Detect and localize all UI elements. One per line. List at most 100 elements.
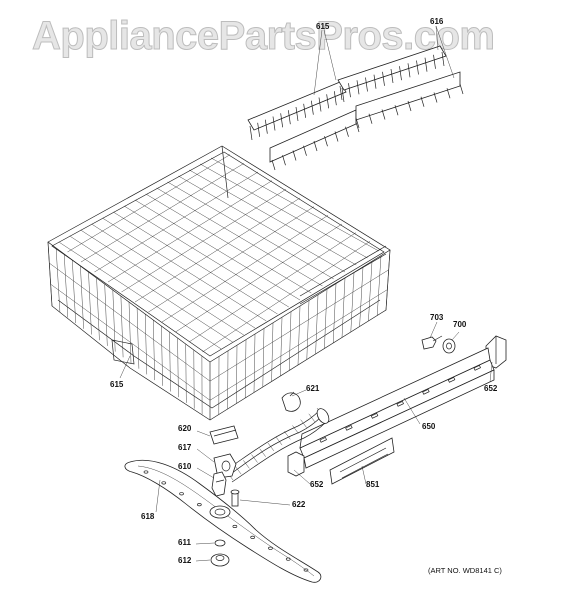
hose-rib xyxy=(267,442,275,452)
end-cap-652-left xyxy=(287,451,305,477)
pin-622 xyxy=(230,489,240,507)
tine xyxy=(394,105,399,116)
tine xyxy=(446,88,451,99)
wire xyxy=(253,333,256,393)
tine xyxy=(249,125,253,141)
wire xyxy=(80,163,245,263)
wire xyxy=(178,175,346,273)
wire xyxy=(368,261,373,322)
wire xyxy=(189,169,357,266)
wire xyxy=(202,241,371,353)
tine xyxy=(433,92,438,103)
wire xyxy=(359,266,364,327)
wire xyxy=(262,328,265,388)
tine xyxy=(433,54,436,69)
wire xyxy=(124,205,289,308)
wire xyxy=(55,247,61,312)
tine xyxy=(368,113,373,124)
callout-652-right: 652 xyxy=(484,384,498,393)
tine xyxy=(292,150,297,161)
spray-hole xyxy=(285,557,291,561)
wire xyxy=(306,300,310,360)
callout-703: 703 xyxy=(430,313,444,322)
hose-rib xyxy=(243,460,250,469)
tine xyxy=(416,60,419,75)
nut-612 xyxy=(210,553,230,567)
wire xyxy=(148,206,315,313)
wire xyxy=(244,339,247,399)
wire xyxy=(175,223,343,333)
tine xyxy=(271,159,276,171)
wire xyxy=(315,294,319,355)
tine xyxy=(420,96,425,107)
callout-618: 618 xyxy=(141,512,155,521)
wire xyxy=(350,272,355,333)
hose-rib xyxy=(251,454,258,463)
hose-rib xyxy=(292,425,299,434)
tine xyxy=(355,121,360,133)
spray-hole xyxy=(232,524,238,528)
tine xyxy=(345,126,349,137)
tine xyxy=(303,103,307,118)
wire xyxy=(188,232,357,343)
bracket-703 xyxy=(421,335,443,350)
wire xyxy=(136,307,140,369)
wire xyxy=(107,180,273,283)
spray-hole xyxy=(143,470,149,474)
tine xyxy=(339,85,343,101)
wire xyxy=(341,277,346,338)
callout-621: 621 xyxy=(306,384,320,393)
art-number: (ART NO. WD8141 C) xyxy=(428,566,502,575)
upper-rack-basket xyxy=(47,145,391,421)
wire xyxy=(58,241,222,350)
rail-slot xyxy=(396,400,404,407)
tine xyxy=(407,63,411,78)
tine xyxy=(303,145,307,156)
wire xyxy=(80,229,244,336)
wire xyxy=(113,211,278,315)
tine xyxy=(348,83,351,98)
tine xyxy=(407,100,412,112)
spray-hole xyxy=(196,503,202,507)
wire xyxy=(134,197,301,303)
wire xyxy=(271,322,274,382)
hose-rib xyxy=(284,431,291,440)
callout-610: 610 xyxy=(178,462,192,471)
tine xyxy=(355,117,360,129)
tine-row-lower xyxy=(269,71,464,171)
slide-stop-851 xyxy=(329,437,395,485)
callout-615: 615 xyxy=(110,380,124,389)
callout-652-left: 652 xyxy=(310,480,324,489)
wire xyxy=(88,271,92,335)
tine xyxy=(324,136,328,147)
tine xyxy=(282,155,286,166)
tine xyxy=(341,87,345,103)
wire xyxy=(50,284,388,401)
bracket-620 xyxy=(209,425,239,445)
connector-610 xyxy=(211,471,227,497)
wire xyxy=(161,215,329,323)
callout-615-top: 615 xyxy=(316,22,330,31)
tine xyxy=(373,74,377,89)
wire xyxy=(112,289,116,352)
tine xyxy=(295,106,299,122)
wire xyxy=(161,325,163,386)
tine xyxy=(459,83,464,95)
hose-rib xyxy=(235,466,242,475)
tine-row-upper xyxy=(247,45,447,141)
wire xyxy=(47,241,53,307)
wire xyxy=(288,311,292,371)
wire xyxy=(69,235,233,343)
spray-hole xyxy=(179,492,184,496)
feed-tube-hose xyxy=(225,407,330,483)
spray-hole xyxy=(268,546,273,550)
washer-611 xyxy=(214,539,226,547)
tine xyxy=(381,109,386,120)
wire xyxy=(91,223,256,329)
wire xyxy=(385,249,391,311)
callout-851: 851 xyxy=(366,480,380,489)
tine xyxy=(310,100,314,115)
wire xyxy=(177,337,179,398)
rail-slot xyxy=(473,364,481,371)
tine xyxy=(257,122,261,137)
